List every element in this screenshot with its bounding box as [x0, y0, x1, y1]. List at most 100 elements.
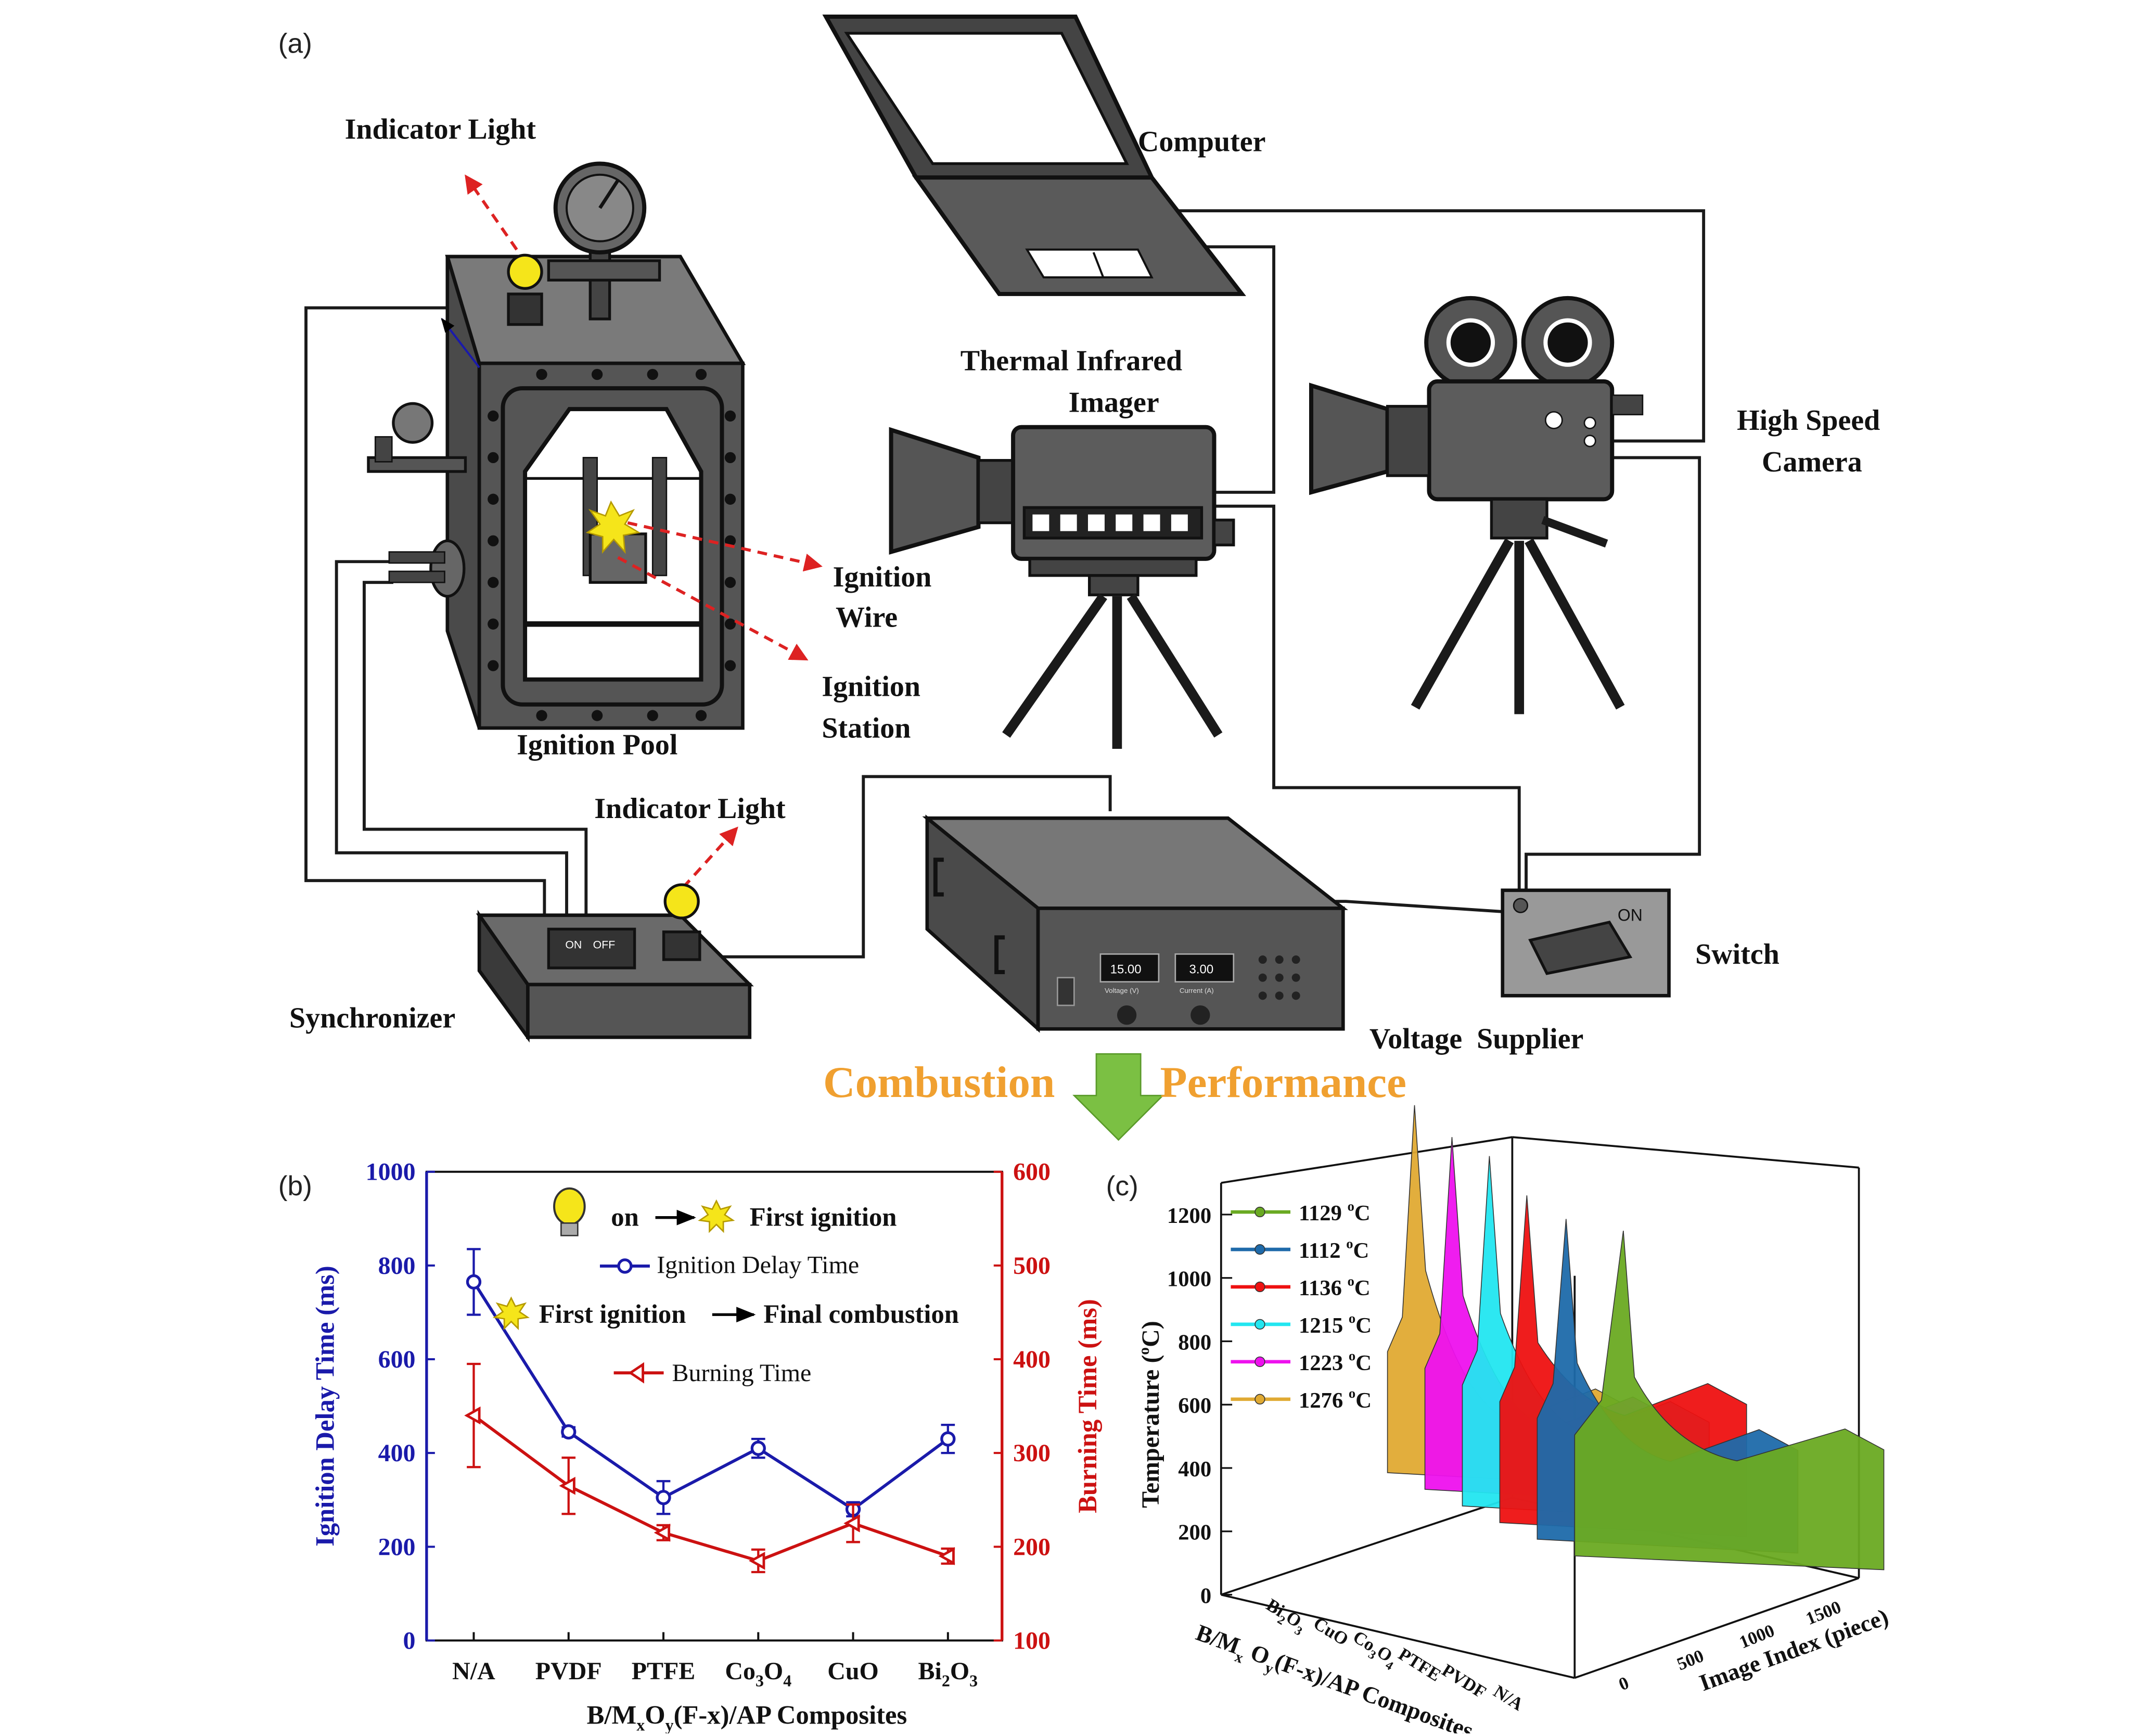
composite-tick-main: PVDF	[1438, 1660, 1489, 1702]
y-tick-label: 800	[1178, 1330, 1211, 1355]
current-display: 3.00	[1189, 963, 1214, 977]
x-tick-sub: 2	[942, 1671, 950, 1690]
panel-a-label: (a)	[278, 28, 312, 59]
right-tick-label: 400	[1013, 1346, 1051, 1373]
side-gauge-icon	[392, 402, 434, 444]
label-ignition-pool: Ignition Pool	[517, 729, 677, 761]
wire-camera-switch	[1525, 456, 1701, 899]
left-tick-label: 200	[378, 1533, 416, 1561]
wire-imager-switch	[1214, 504, 1521, 899]
legend-c-unit: C	[1354, 1201, 1371, 1226]
left-tick-label: 1000	[366, 1158, 416, 1186]
ylabel-left: Ignition Delay Time (ms)	[310, 1266, 339, 1547]
x-tick-sub: 3	[756, 1671, 764, 1690]
legend-c-number: 1136	[1299, 1276, 1348, 1300]
legend-c-number: 1112	[1299, 1239, 1346, 1263]
ignition-delay-point	[656, 1490, 671, 1505]
left-tick-label: 0	[403, 1627, 416, 1654]
label-ignition-station-1: Ignition	[822, 671, 920, 703]
left-tick-label: 400	[378, 1439, 416, 1467]
legend-c-label: 1223 oC	[1299, 1348, 1372, 1375]
x-tick-label: Bi2O3	[918, 1657, 978, 1690]
sync-off-label: OFF	[593, 939, 616, 951]
panel-b-label: (b)	[278, 1171, 312, 1202]
right-tick-label: 100	[1013, 1627, 1051, 1654]
composite-tick-main: PTFE	[1395, 1644, 1444, 1686]
legend-c-degree: o	[1349, 1385, 1355, 1401]
legend-c-label: 1276 oC	[1299, 1385, 1372, 1413]
composite-tick-main: CuO	[1310, 1613, 1352, 1650]
legend-c-degree: o	[1349, 1348, 1355, 1363]
down-arrow-icon	[1072, 1053, 1165, 1141]
legend-on: on	[611, 1203, 638, 1232]
wire-pool-sync-1	[304, 306, 546, 915]
legend-first-ignition-2: First ignition	[539, 1299, 686, 1329]
label-high-speed-camera-2: Camera	[1762, 446, 1862, 478]
composite-tick-label: Co3O4	[1347, 1627, 1401, 1673]
series-layer	[464, 1248, 956, 1574]
label-indicator-light-bottom: Indicator Light	[594, 793, 786, 825]
right-tick-label: 500	[1013, 1252, 1051, 1280]
wire-pool-sync-3	[363, 581, 588, 915]
right-tick-label: 300	[1013, 1439, 1051, 1467]
ignition-delay-point	[750, 1440, 766, 1456]
wire-computer-camera	[1137, 209, 1706, 443]
legend-c-number: 1215	[1299, 1313, 1349, 1338]
legend-burning-time: Burning Time	[672, 1359, 812, 1387]
composite-tick-label: PTFE	[1395, 1644, 1444, 1686]
burning-time-point	[843, 1514, 860, 1533]
legend-c-label: 1112 oC	[1299, 1235, 1369, 1263]
sync-on-label: ON	[565, 939, 582, 951]
computer-laptop	[822, 14, 1246, 296]
legend-c-marker	[1254, 1319, 1265, 1330]
panel-a: (a)	[278, 14, 1880, 1055]
indicator-bulb-bottom-icon	[663, 883, 700, 920]
voltage-supplier-device: 15.00 3.00 Voltage (V) Current (A)	[922, 814, 1348, 1033]
label-computer: Computer	[1138, 125, 1266, 158]
wire-pool-sync-2	[335, 560, 568, 915]
legend-c-label: 1129 oC	[1299, 1198, 1371, 1226]
y-tick-label: 1200	[1167, 1204, 1211, 1228]
x-tick-main: N/A	[452, 1657, 495, 1685]
legend-c-marker	[1254, 1281, 1265, 1293]
left-axis-ticks: 0 200 400 600 800 1000	[366, 1158, 435, 1654]
legend-c-unit: C	[1354, 1276, 1371, 1300]
burning-time-point	[559, 1476, 575, 1495]
x-tick-sub2: 4	[783, 1671, 791, 1690]
wire-computer-imager	[1166, 245, 1275, 494]
combustion-banner: Combustion Performance	[823, 1053, 1406, 1141]
image-index-tick-label: 0	[1616, 1673, 1632, 1695]
indicator-bulb-top-icon	[507, 253, 543, 290]
left-tick-label: 800	[378, 1252, 416, 1280]
right-tick-label: 200	[1013, 1533, 1051, 1561]
legend-c-marker	[1254, 1394, 1265, 1405]
composite-tick-main: N/A	[1490, 1681, 1527, 1715]
x-tick-label: PVDF	[535, 1657, 602, 1685]
spark-legend-icon-2	[492, 1296, 530, 1331]
burning-time-point	[938, 1547, 955, 1565]
legend-ignition-delay: Ignition Delay Time	[657, 1251, 859, 1279]
ignition-delay-point	[940, 1431, 956, 1447]
x-tick-main: PVDF	[535, 1657, 602, 1685]
ignition-spark-icon	[585, 500, 641, 554]
y-tick-label: 400	[1178, 1457, 1211, 1482]
legend-c-degree: o	[1346, 1235, 1353, 1251]
voltage-unit-label: Voltage (V)	[1105, 987, 1139, 994]
label-ignition-wire-2: Wire	[836, 601, 898, 633]
spark-legend-icon-1	[698, 1199, 735, 1233]
left-tick-label: 600	[378, 1346, 416, 1373]
burning-time-point	[654, 1523, 671, 1542]
waterfall-area-0	[1574, 1230, 1885, 1571]
x-tick-label: CuO	[827, 1657, 879, 1685]
legend-b: on First ignition Ignition Delay Time Fi…	[492, 1187, 959, 1387]
y-tick-label: 0	[1200, 1584, 1211, 1609]
x-tick-sub2: 3	[969, 1671, 978, 1690]
label-ignition-station-2: Station	[822, 712, 911, 745]
label-synchronizer: Synchronizer	[289, 1002, 455, 1035]
legend-c-degree: o	[1348, 1198, 1354, 1214]
composite-tick-label: N/A	[1490, 1681, 1527, 1715]
x-tick-label: Co3O4	[725, 1657, 791, 1690]
